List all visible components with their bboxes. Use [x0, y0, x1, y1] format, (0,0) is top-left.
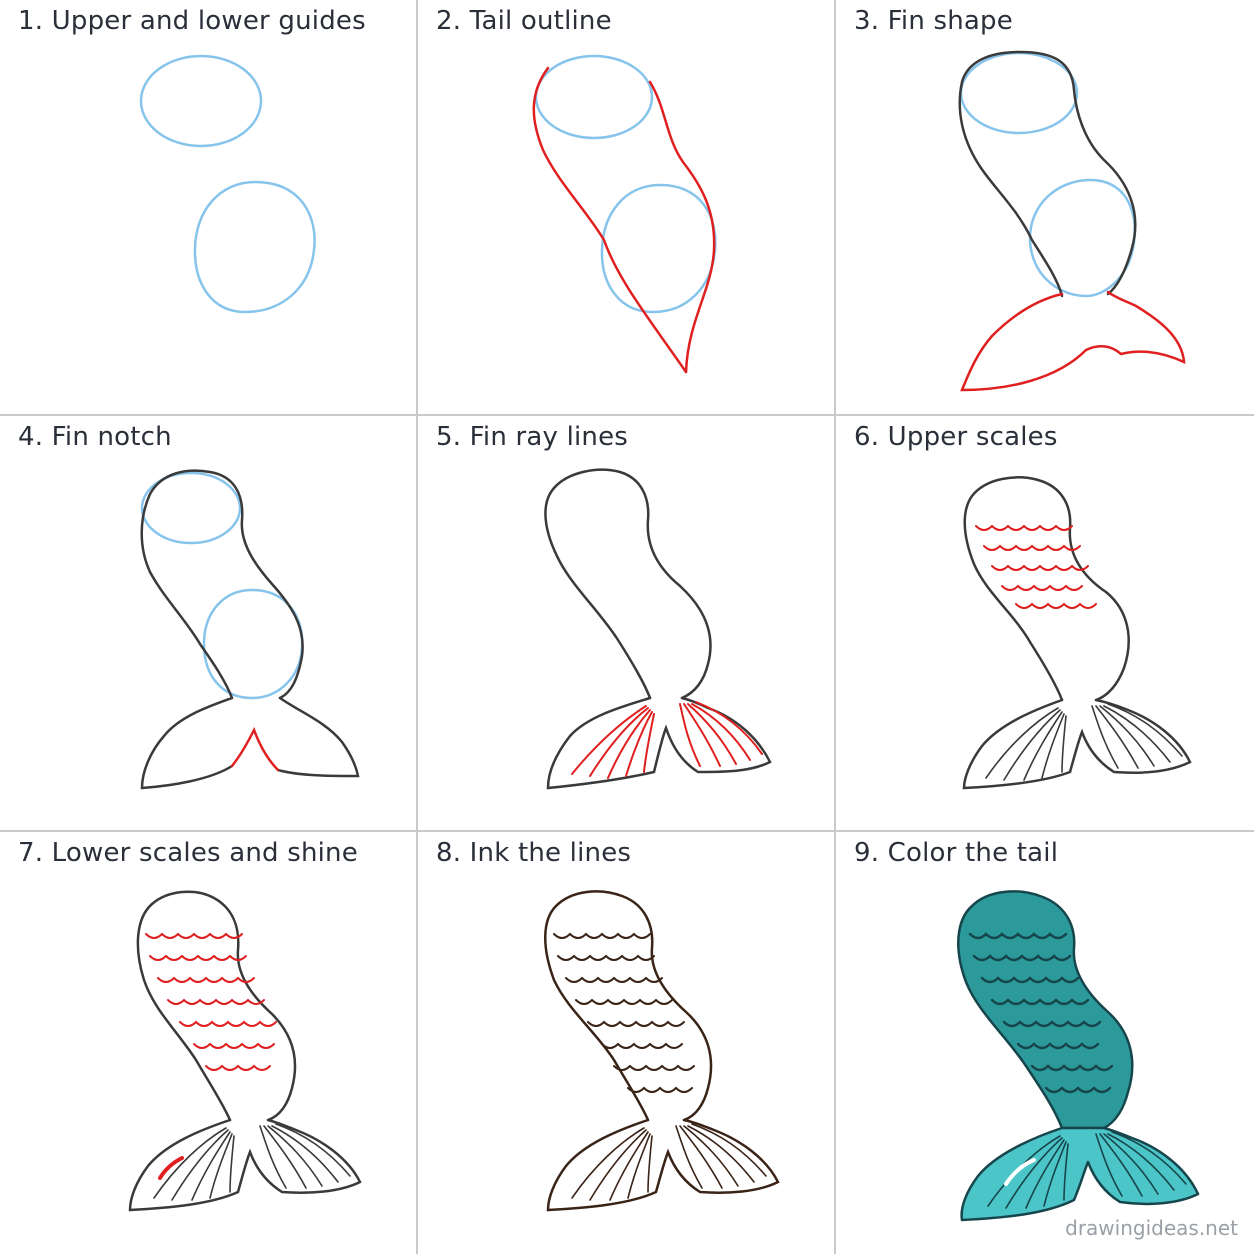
- step-panel-6: 6. Upper scales: [836, 416, 1254, 832]
- fin-outline: [546, 1118, 780, 1212]
- colored-fin: [960, 1126, 1200, 1222]
- tail-body-outline: [140, 469, 304, 700]
- upper-guide-circle: [140, 471, 242, 545]
- fin-outline: [140, 696, 360, 790]
- step-drawing-9: [957, 890, 1200, 1222]
- step-panel-2: 2. Tail outline: [418, 0, 836, 416]
- upper-guide-circle: [959, 51, 1079, 135]
- step-drawing-4: [140, 469, 360, 790]
- step-panel-7: 7. Lower scales and shine: [0, 832, 418, 1254]
- lower-guide-circle: [193, 180, 316, 314]
- fin-outline: [546, 696, 772, 790]
- step-title-7: 7. Lower scales and shine: [18, 838, 358, 868]
- step-drawing-6: [962, 476, 1192, 790]
- tail-body-outline: [136, 890, 297, 1122]
- fin-ray-lines: [571, 1123, 767, 1201]
- tail-body-outline: [958, 50, 1137, 298]
- step-title-1: 1. Upper and lower guides: [18, 6, 366, 36]
- colored-tail-body: [957, 890, 1134, 1130]
- shine-mark: [1004, 1158, 1036, 1186]
- step-title-3: 3. Fin shape: [854, 6, 1013, 36]
- tail-body-outline: [544, 468, 712, 700]
- upper-guide-circle: [534, 54, 654, 140]
- fin-ray-lines: [985, 703, 1183, 781]
- shine-mark: [158, 1156, 184, 1180]
- step-panel-4: 4. Fin notch: [0, 416, 418, 832]
- step-drawing-3: [958, 50, 1186, 392]
- step-title-8: 8. Ink the lines: [436, 838, 632, 868]
- lower-scales: [145, 932, 277, 1071]
- step-drawing-7: [128, 890, 362, 1212]
- colored-scales: [968, 932, 1114, 1094]
- fin-outline: [962, 698, 1192, 790]
- tail-body-outline: [963, 476, 1130, 702]
- step-drawing-8: [544, 890, 780, 1212]
- step-title-5: 5. Fin ray lines: [436, 422, 629, 452]
- upper-scales: [975, 524, 1097, 609]
- step-title-9: 9. Color the tail: [854, 838, 1059, 868]
- step-drawing-2: [532, 54, 717, 374]
- step-title-2: 2. Tail outline: [436, 6, 612, 36]
- step-panel-5: 5. Fin ray lines: [418, 416, 836, 832]
- watermark: drawingideas.net: [1065, 1216, 1238, 1240]
- step-panel-1: 1. Upper and lower guides: [0, 0, 418, 416]
- tail-body-outline: [544, 890, 713, 1122]
- step-drawing-1: [139, 54, 316, 314]
- step-drawing-5: [544, 468, 772, 790]
- lower-guide-circle: [1028, 178, 1136, 298]
- step-panel-9: 9. Color the tail: [836, 832, 1254, 1254]
- lower-guide-circle: [202, 588, 304, 700]
- inked-scales: [553, 932, 695, 1093]
- tail-outline-right: [648, 80, 716, 374]
- step-panel-8: 8. Ink the lines: [418, 832, 836, 1254]
- fin-shape: [960, 290, 1186, 392]
- fin-ray-lines: [571, 701, 763, 779]
- step-title-4: 4. Fin notch: [18, 422, 172, 452]
- upper-guide-circle: [139, 54, 263, 148]
- lower-guide-circle: [600, 183, 717, 314]
- tail-outline-left: [532, 66, 688, 374]
- fin-outline: [128, 1118, 362, 1212]
- step-panel-3: 3. Fin shape: [836, 0, 1254, 416]
- step-title-6: 6. Upper scales: [854, 422, 1058, 452]
- fin-notch: [230, 726, 280, 772]
- fin-ray-lines: [153, 1123, 351, 1201]
